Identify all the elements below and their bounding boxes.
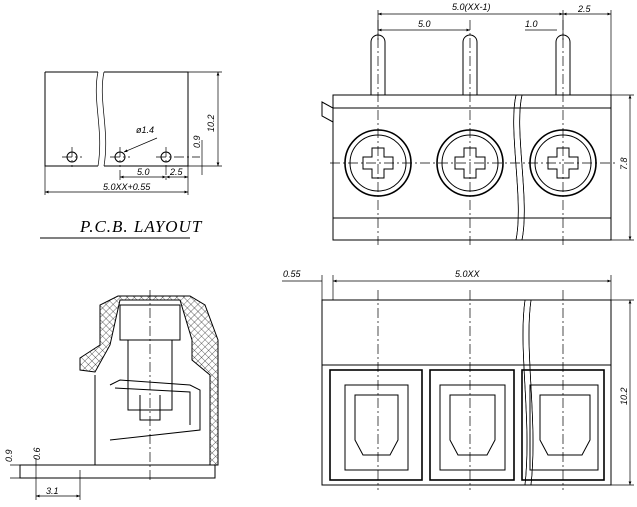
front-margin-label: 0.55	[283, 269, 302, 279]
top-view: 5.0(XX-1) 2.5 5.0 1.0 7.8	[321, 2, 634, 245]
pcb-hole-offset-label: 0.9	[192, 135, 202, 148]
side-section-view: 0.9 0.6 3.1	[4, 290, 219, 500]
pcb-pitch-label: 5.0	[137, 167, 150, 177]
hole-diameter-label: ø1.4	[136, 125, 154, 135]
side-dim-a: 0.9	[4, 449, 14, 462]
side-dim-b: 0.6	[32, 447, 42, 460]
span-label: 5.0(XX-1)	[452, 2, 491, 12]
side-dim-c: 3.1	[46, 486, 59, 496]
pitch-label: 5.0	[418, 19, 431, 29]
pcb-height-label: 10.2	[206, 114, 216, 132]
front-height-label: 10.2	[619, 387, 629, 405]
front-width-label: 5.0XX	[455, 269, 481, 279]
pcb-edge-label: 2.5	[169, 167, 184, 177]
pcb-layout-title: P.C.B. LAYOUT	[79, 217, 203, 236]
edge-label: 2.5	[577, 4, 592, 14]
top-height-label: 7.8	[619, 157, 629, 170]
pin-width-label: 1.0	[525, 19, 538, 29]
pcb-layout-view: ø1.4 5.0 2.5 5.0XX+0.55 10.2 0.9 P.C.B. …	[40, 71, 222, 239]
front-view: 0.55 5.0XX 10.2	[282, 269, 634, 490]
pcb-total-width-label: 5.0XX+0.55	[103, 182, 151, 192]
